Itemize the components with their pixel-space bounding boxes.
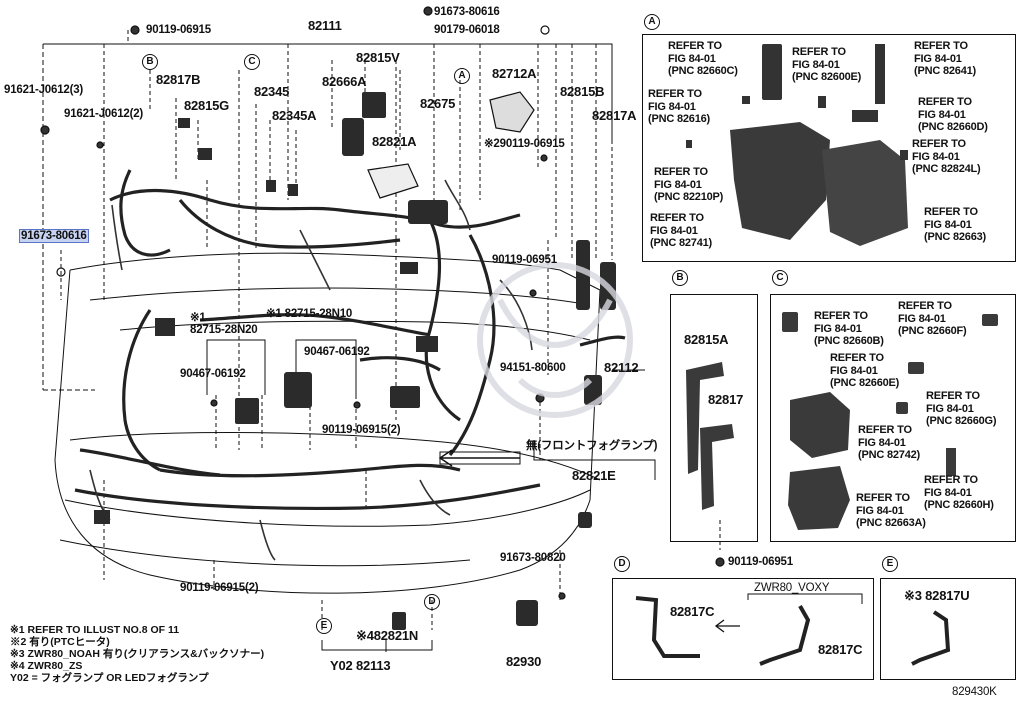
hood-outline (69, 252, 601, 291)
panel-c-ref-82660g[interactable]: REFER TO FIG 84-01 (PNC 82660G) (926, 390, 997, 427)
part-82345[interactable]: 82345 (254, 84, 290, 99)
part-90467-06192-mid[interactable]: 90467-06192 (304, 346, 370, 358)
part-82817b[interactable]: 82817B (156, 72, 201, 87)
panel-c-frame (770, 294, 1016, 542)
callout-d-main[interactable]: D (424, 594, 440, 610)
callout-d[interactable]: D (614, 556, 630, 572)
part-82345a[interactable]: 82345A (272, 108, 317, 123)
callout-e-main[interactable]: E (316, 618, 332, 634)
panel-a-ref-82660c[interactable]: REFER TO FIG 84-01 (PNC 82660C) (668, 40, 738, 77)
footnote-4: ※4 ZWR80_ZS (10, 660, 83, 672)
callout-c[interactable]: C (772, 270, 788, 286)
part-90119-06915-ptc[interactable]: ※290119-06915 (484, 138, 565, 150)
footnote-2: ※2 有り(PTCヒータ) (10, 636, 110, 648)
note-mark-1: ※1 (190, 312, 206, 324)
part-90119-06915-2-bot[interactable]: 90119-06915(2) (180, 582, 259, 594)
part-90119-06951-bottom[interactable]: 90119-06951 (728, 556, 793, 568)
panel-b-part-82817[interactable]: 82817 (708, 392, 744, 407)
panel-d-frame (612, 578, 874, 680)
part-91673-80616-highlighted[interactable]: 91673-80616 (19, 229, 89, 243)
panel-b-part-82815a[interactable]: 82815A (684, 332, 729, 347)
panel-a-ref-82824l[interactable]: REFER TO FIG 84-01 (PNC 82824L) (912, 138, 981, 175)
panel-d-variant-label: ZWR80_VOXY (754, 582, 830, 594)
leader-lines (60, 30, 613, 630)
panel-c-ref-82660b[interactable]: REFER TO FIG 84-01 (PNC 82660B) (814, 310, 884, 347)
callout-b-main[interactable]: B (142, 54, 158, 70)
part-90119-06915-top[interactable]: 90119-06915 (146, 24, 211, 36)
panel-b-frame (670, 294, 758, 542)
panel-c-ref-82742[interactable]: REFER TO FIG 84-01 (PNC 82742) (858, 424, 920, 461)
panel-c-ref-82663a[interactable]: REFER TO FIG 84-01 (PNC 82663A) (856, 492, 926, 529)
part-94151-80600[interactable]: 94151-80600 (500, 362, 566, 374)
part-91673-80820[interactable]: 91673-80820 (500, 552, 566, 564)
footnote-3: ※3 ZWR80_NOAH 有り(クリアランス&バックソナー) (10, 648, 265, 660)
callout-a[interactable]: A (644, 14, 660, 30)
panel-b-parts (686, 362, 734, 510)
panel-a-ref-82616[interactable]: REFER TO FIG 84-01 (PNC 82616) (648, 88, 710, 125)
part-82712a[interactable]: 82712A (492, 66, 537, 81)
part-91673-80616-top[interactable]: 91673-80616 (434, 6, 500, 18)
panel-c-ref-82660e[interactable]: REFER TO FIG 84-01 (PNC 82660E) (830, 352, 900, 389)
part-82715-28n20[interactable]: 82715-28N20 (190, 324, 258, 336)
panel-e-part-82817u[interactable]: ※3 82817U (904, 588, 970, 603)
footnote-1: ※1 REFER TO ILLUST NO.8 OF 11 (10, 624, 180, 636)
panel-a-ref-82660d[interactable]: REFER TO FIG 84-01 (PNC 82660D) (918, 96, 988, 133)
part-82817a[interactable]: 82817A (592, 108, 637, 123)
part-82113[interactable]: Y02 82113 (330, 658, 391, 673)
panel-c-parts (782, 312, 998, 530)
panel-a-ref-82741[interactable]: REFER TO FIG 84-01 (PNC 82741) (650, 212, 712, 249)
panel-c-ref-82660h[interactable]: REFER TO FIG 84-01 (PNC 82660H) (924, 474, 994, 511)
callout-a-main[interactable]: A (454, 68, 470, 84)
part-90179-06018[interactable]: 90179-06018 (434, 24, 500, 36)
top-bracket-line (43, 43, 613, 140)
panel-a-frame (642, 34, 1016, 262)
part-82821e[interactable]: 82821E (572, 468, 616, 483)
part-90119-06951-mid[interactable]: 90119-06951 (492, 254, 557, 266)
component-shapes (94, 92, 616, 630)
watermark-emblem (477, 262, 633, 418)
part-82821a[interactable]: 82821A (372, 134, 417, 149)
callout-b[interactable]: B (672, 270, 688, 286)
part-82821n[interactable]: ※482821N (356, 628, 419, 643)
part-82930[interactable]: 82930 (506, 654, 542, 669)
panel-a-ref-82641[interactable]: REFER TO FIG 84-01 (PNC 82641) (914, 40, 976, 77)
part-82715-28n10[interactable]: ※1 82715-28N10 (266, 308, 353, 320)
part-82675[interactable]: 82675 (420, 96, 456, 111)
footnote-y02: Y02 = フォグランプ OR LEDフォグランプ (10, 672, 209, 684)
part-82815g[interactable]: 82815G (184, 98, 230, 113)
diagram-id: 829430K (952, 686, 997, 698)
part-82815b[interactable]: 82815B (560, 84, 605, 99)
part-82112[interactable]: 82112 (604, 360, 639, 375)
panel-a-ref-82663[interactable]: REFER TO FIG 84-01 (PNC 82663) (924, 206, 986, 243)
part-82666a[interactable]: 82666A (322, 74, 367, 89)
panel-c-ref-82660f[interactable]: REFER TO FIG 84-01 (PNC 82660F) (898, 300, 967, 337)
panel-a-ref-82210p[interactable]: REFER TO FIG 84-01 (PNC 82210P) (654, 166, 724, 203)
panel-e-frame (880, 578, 1016, 680)
panel-d-part-82817c-left[interactable]: 82817C (670, 604, 715, 619)
panel-d-part-82817c-right[interactable]: 82817C (818, 642, 863, 657)
part-82815v[interactable]: 82815V (356, 50, 400, 65)
part-91621-j0612-2[interactable]: 91621-J0612(2) (64, 108, 144, 120)
panel-d-parts (635, 596, 951, 666)
part-91621-j0612-3[interactable]: 91621-J0612(3) (4, 84, 84, 96)
part-90119-06915-2-mid[interactable]: 90119-06915(2) (322, 424, 401, 436)
panel-a-ref-82600e[interactable]: REFER TO FIG 84-01 (PNC 82600E) (792, 46, 862, 83)
wire-harness (74, 169, 626, 511)
part-90467-06192-left[interactable]: 90467-06192 (180, 368, 246, 380)
panel-a-parts (686, 44, 908, 246)
callout-c-main[interactable]: C (244, 54, 260, 70)
part-82111[interactable]: 82111 (308, 18, 342, 33)
callout-e[interactable]: E (882, 556, 898, 572)
label-without-front-fog: 無(フロントフォグランプ) (526, 440, 658, 452)
